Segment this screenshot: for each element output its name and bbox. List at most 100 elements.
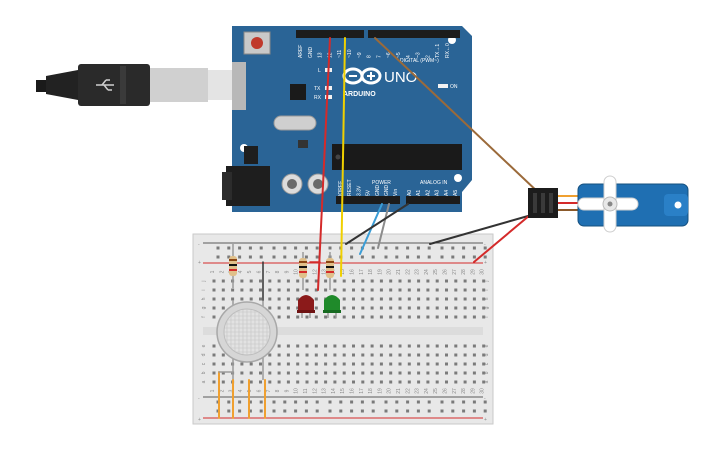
rail-hole[interactable] xyxy=(259,409,263,413)
breadboard-hole[interactable] xyxy=(342,297,346,301)
breadboard-hole[interactable] xyxy=(314,279,318,283)
breadboard-hole[interactable] xyxy=(268,362,272,366)
rail-hole[interactable] xyxy=(406,400,410,404)
breadboard-hole[interactable] xyxy=(361,306,365,310)
breadboard-hole[interactable] xyxy=(398,353,402,357)
rail-hole[interactable] xyxy=(315,255,319,259)
breadboard-hole[interactable] xyxy=(417,297,421,301)
breadboard-hole[interactable] xyxy=(463,344,467,348)
breadboard-hole[interactable] xyxy=(361,371,365,375)
breadboard-hole[interactable] xyxy=(417,371,421,375)
rail-hole[interactable] xyxy=(350,255,354,259)
breadboard-hole[interactable] xyxy=(454,380,458,384)
breadboard-hole[interactable] xyxy=(482,380,486,384)
breadboard-hole[interactable] xyxy=(445,306,448,310)
breadboard-hole[interactable] xyxy=(407,362,411,366)
rail-hole[interactable] xyxy=(384,255,388,259)
breadboard-hole[interactable] xyxy=(268,306,272,310)
breadboard-hole[interactable] xyxy=(333,315,337,319)
breadboard-hole[interactable] xyxy=(333,362,337,366)
breadboard-hole[interactable] xyxy=(435,344,439,348)
reset-button[interactable] xyxy=(243,31,271,55)
rail-hole[interactable] xyxy=(272,255,276,259)
rail-hole[interactable] xyxy=(339,400,343,404)
rail-hole[interactable] xyxy=(304,246,308,250)
breadboard-hole[interactable] xyxy=(268,371,272,375)
rail-hole[interactable] xyxy=(416,246,420,250)
rail-hole[interactable] xyxy=(227,400,231,404)
breadboard-hole[interactable] xyxy=(370,344,374,348)
breadboard-hole[interactable] xyxy=(389,306,393,310)
breadboard-hole[interactable] xyxy=(324,288,328,292)
breadboard-hole[interactable] xyxy=(352,288,355,292)
breadboard-hole[interactable] xyxy=(370,353,374,357)
breadboard-hole[interactable] xyxy=(212,371,216,375)
breadboard-hole[interactable] xyxy=(240,362,244,366)
breadboard-hole[interactable] xyxy=(407,315,411,319)
breadboard-hole[interactable] xyxy=(361,380,365,384)
breadboard-hole[interactable] xyxy=(342,344,346,348)
breadboard-hole[interactable] xyxy=(305,353,309,357)
breadboard-hole[interactable] xyxy=(398,315,402,319)
breadboard-hole[interactable] xyxy=(352,380,355,384)
breadboard-hole[interactable] xyxy=(389,315,393,319)
breadboard-hole[interactable] xyxy=(314,353,318,357)
breadboard-hole[interactable] xyxy=(212,279,216,283)
breadboard-hole[interactable] xyxy=(221,279,225,283)
breadboard-hole[interactable] xyxy=(314,315,318,319)
breadboard-hole[interactable] xyxy=(370,362,374,366)
breadboard-hole[interactable] xyxy=(231,288,235,292)
breadboard-hole[interactable] xyxy=(435,362,439,366)
rail-hole[interactable] xyxy=(462,255,466,259)
breadboard-hole[interactable] xyxy=(240,380,244,384)
digital-header[interactable] xyxy=(296,30,460,38)
breadboard-hole[interactable] xyxy=(370,371,374,375)
breadboard-hole[interactable] xyxy=(426,297,430,301)
rail-hole[interactable] xyxy=(227,409,231,413)
breadboard-hole[interactable] xyxy=(305,344,309,348)
breadboard-hole[interactable] xyxy=(435,371,439,375)
breadboard-hole[interactable] xyxy=(286,353,290,357)
breadboard-hole[interactable] xyxy=(324,371,328,375)
breadboard-hole[interactable] xyxy=(454,297,458,301)
breadboard-hole[interactable] xyxy=(482,306,486,310)
breadboard-hole[interactable] xyxy=(389,371,393,375)
breadboard-hole[interactable] xyxy=(352,306,355,310)
breadboard-hole[interactable] xyxy=(342,380,346,384)
rail-hole[interactable] xyxy=(371,409,375,413)
breadboard-hole[interactable] xyxy=(286,306,290,310)
rail-hole[interactable] xyxy=(248,255,252,259)
breadboard-hole[interactable] xyxy=(268,380,272,384)
breadboard-hole[interactable] xyxy=(277,344,281,348)
rail-hole[interactable] xyxy=(328,409,332,413)
rail-hole[interactable] xyxy=(238,246,242,250)
breadboard-hole[interactable] xyxy=(389,380,393,384)
breadboard-hole[interactable] xyxy=(333,279,337,283)
rail-hole[interactable] xyxy=(406,409,410,413)
rail-hole[interactable] xyxy=(294,409,298,413)
breadboard-hole[interactable] xyxy=(296,306,300,310)
breadboard-hole[interactable] xyxy=(435,297,439,301)
rail-hole[interactable] xyxy=(294,400,298,404)
breadboard-hole[interactable] xyxy=(445,288,448,292)
breadboard-hole[interactable] xyxy=(333,344,337,348)
breadboard-hole[interactable] xyxy=(342,315,346,319)
breadboard-hole[interactable] xyxy=(324,353,328,357)
rail-hole[interactable] xyxy=(360,255,364,259)
breadboard-hole[interactable] xyxy=(454,279,458,283)
black-wire-gnd[interactable] xyxy=(345,203,409,245)
wires[interactable] xyxy=(218,37,541,419)
breadboard-hole[interactable] xyxy=(417,380,421,384)
breadboard-hole[interactable] xyxy=(361,288,365,292)
breadboard-hole[interactable] xyxy=(407,371,411,375)
breadboard-hole[interactable] xyxy=(221,362,225,366)
breadboard-hole[interactable] xyxy=(296,315,300,319)
rail-hole[interactable] xyxy=(304,409,308,413)
breadboard-hole[interactable] xyxy=(296,288,300,292)
servo-motor[interactable] xyxy=(528,175,689,233)
breadboard-hole[interactable] xyxy=(463,371,467,375)
rail-hole[interactable] xyxy=(315,400,319,404)
breadboard-hole[interactable] xyxy=(379,344,383,348)
breadboard-hole[interactable] xyxy=(370,279,374,283)
